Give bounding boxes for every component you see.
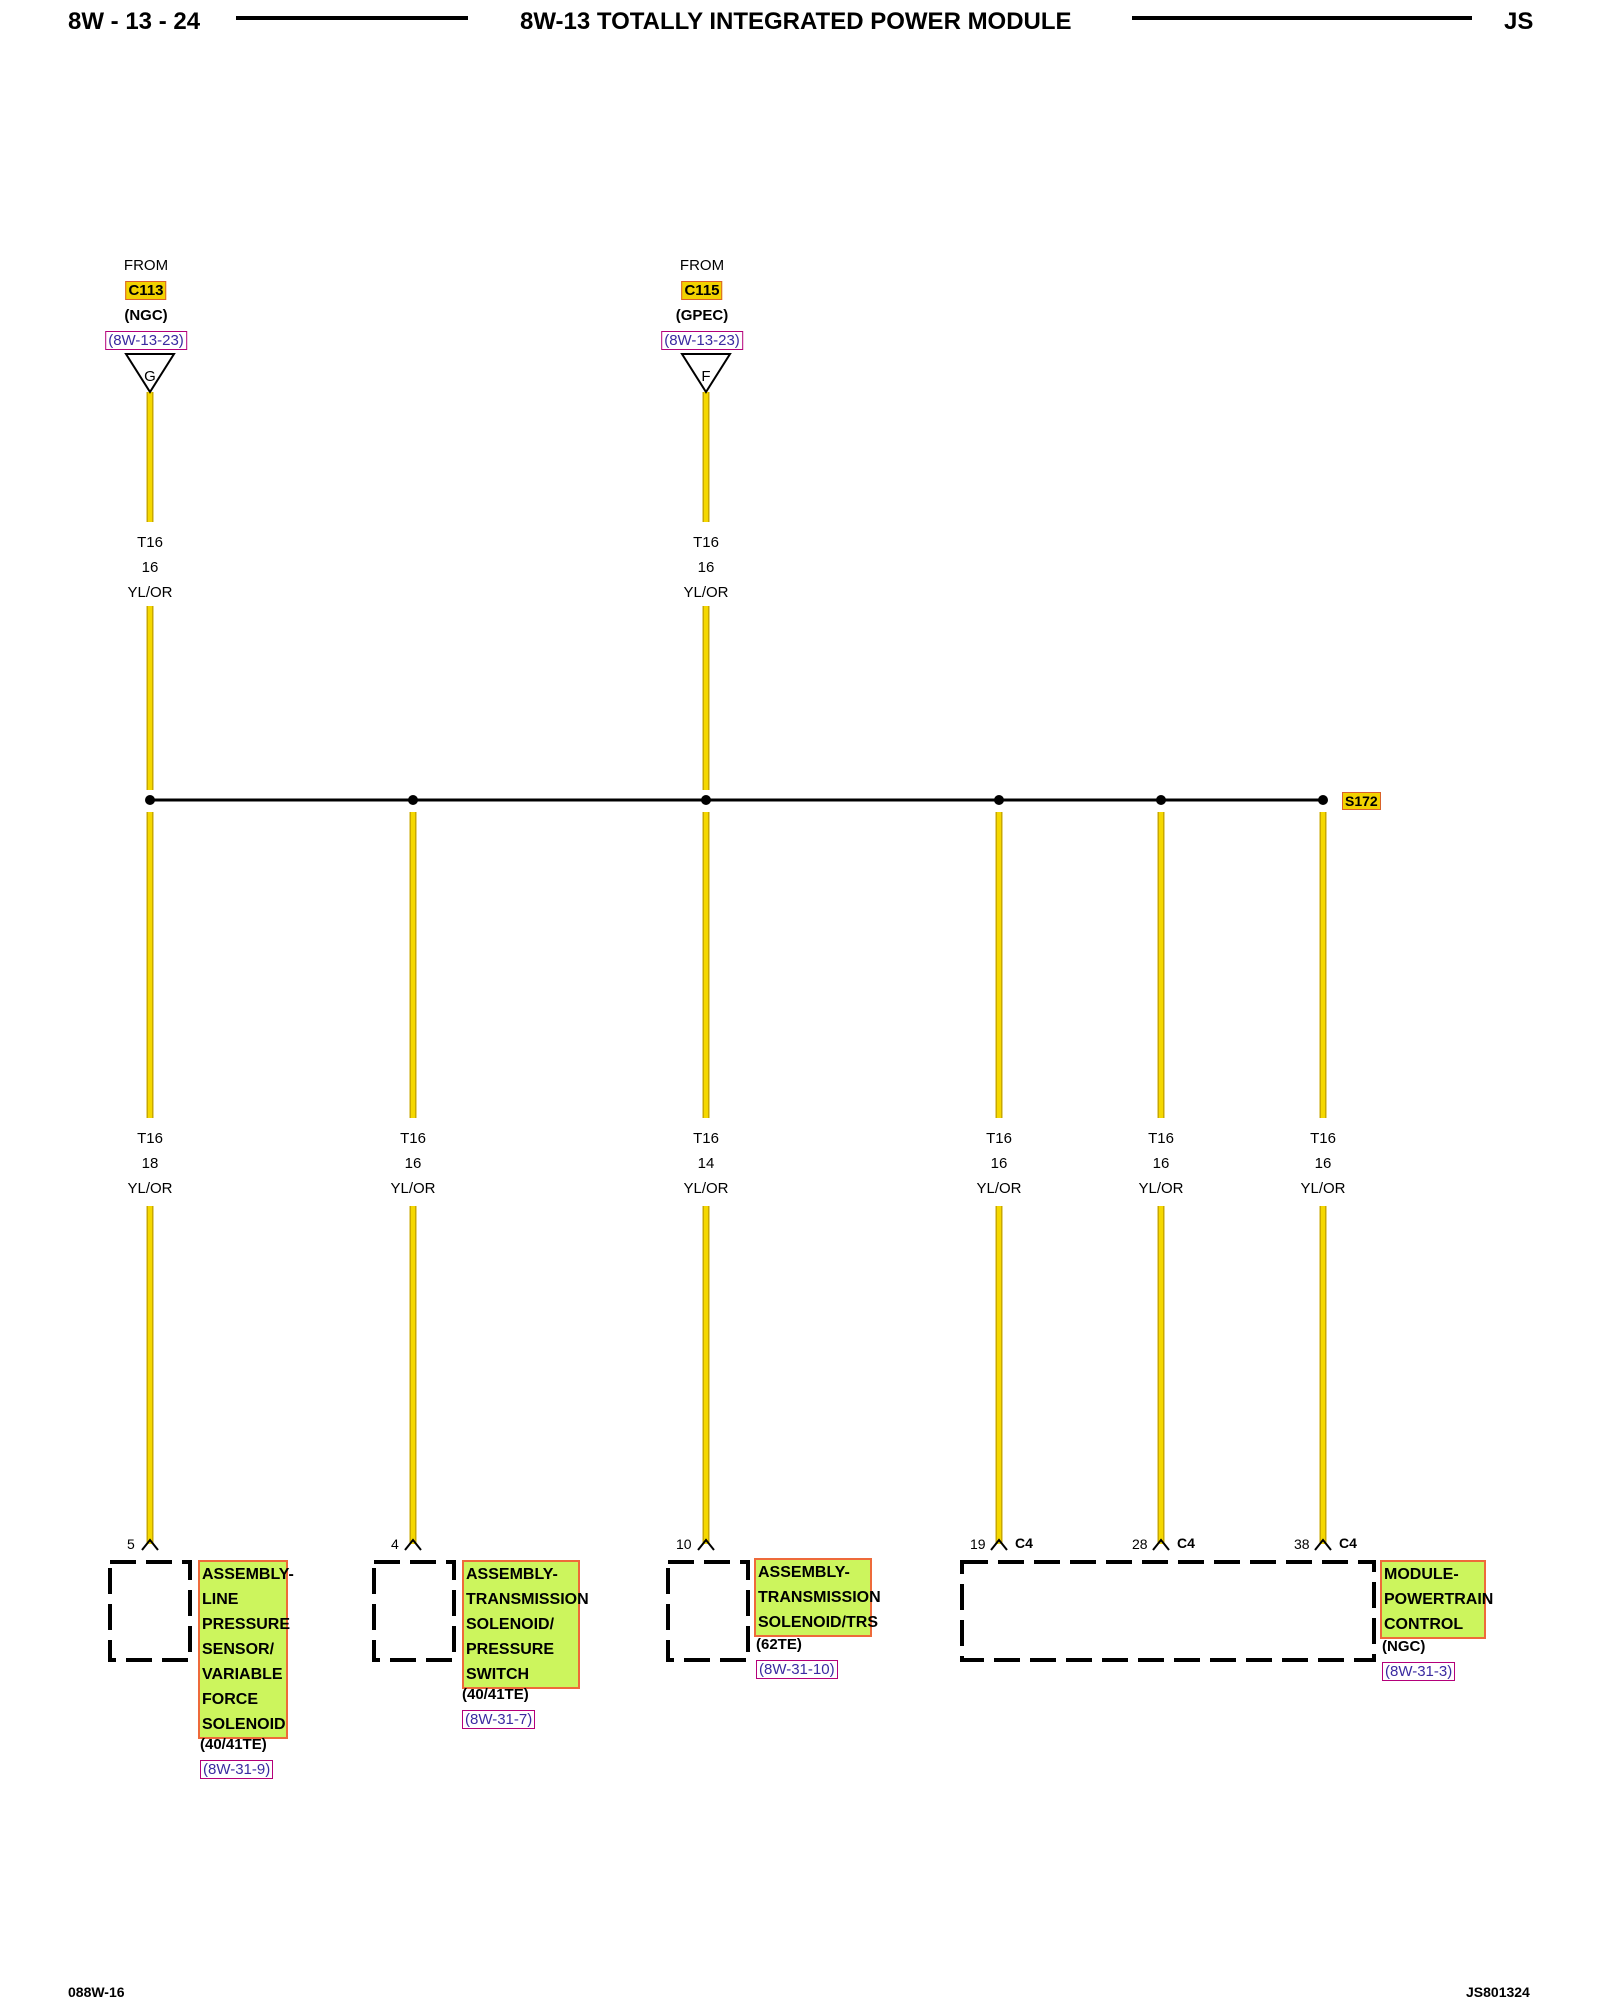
splice-dot [408,795,418,805]
component-box-solenoid-trs [666,1560,750,1662]
connector-c4: C4 [1177,1535,1195,1551]
module-ngc: (NGC) [124,307,168,324]
pin-number: 5 [127,1536,135,1552]
splice-dot [145,795,155,805]
pin-number: 38 [1294,1536,1310,1552]
component-transmission-solenoid-pressure-switch: ASSEMBLY-TRANSMISSION SOLENOID/PRESSURE … [462,1560,589,1689]
wire-label-upper: T16 16 YL/OR [683,534,729,601]
footer-code-right: JS801324 [1466,1984,1530,2000]
pin-number: 28 [1132,1536,1148,1552]
svg-text:F: F [701,368,710,385]
from-text: FROM [123,257,169,274]
pin-number: 19 [970,1536,986,1552]
ref-link[interactable]: (8W-31-10) [756,1660,838,1679]
from-text: FROM [679,257,725,274]
header-rule-right [1132,16,1472,20]
connector-c113: C113 [125,281,167,300]
page-title: 8W-13 TOTALLY INTEGRATED POWER MODULE [520,8,1072,35]
ref-link[interactable]: (8W-31-3) [1382,1662,1456,1681]
connector-c115: C115 [681,281,723,300]
page-number: 8W - 13 - 24 [68,8,201,35]
splice-dot [1318,795,1328,805]
splice-label: S172 [1342,792,1381,810]
component-transmission-solenoid-trs: ASSEMBLY-TRANSMISSION SOLENOID/TRS [754,1558,881,1637]
component-powertrain-control-module: MODULE-POWERTRAIN CONTROL [1380,1560,1493,1639]
pin-number: 10 [676,1536,692,1552]
component-sub-solenoid-pressure: (40/41TE) (8W-31-7) [462,1682,536,1732]
splice-dot [701,795,711,805]
connector-triangle-g: G [124,353,176,394]
pin-caret [697,1538,715,1551]
wire-label-upper: T16 16 YL/OR [127,534,173,601]
vehicle-code: JS [1504,8,1534,35]
ref-link[interactable]: (8W-13-23) [661,331,743,350]
ref-link[interactable]: (8W-31-9) [200,1760,274,1779]
component-box-solenoid-pressure [372,1560,456,1662]
component-box-pcm [960,1560,1376,1662]
svg-text:G: G [144,368,156,385]
ref-link[interactable]: (8W-31-7) [462,1710,536,1729]
component-sub-line-pressure: (40/41TE) (8W-31-9) [200,1732,274,1782]
footer-code-left: 088W-16 [68,1984,125,2000]
pin-caret [404,1538,422,1551]
ref-link[interactable]: (8W-13-23) [105,331,187,350]
connector-c4: C4 [1339,1535,1357,1551]
splice-dot [1156,795,1166,805]
splice-dot [994,795,1004,805]
pin-number: 4 [391,1536,399,1552]
component-sub-pcm: (NGC) (8W-31-3) [1382,1634,1456,1684]
connector-c4: C4 [1015,1535,1033,1551]
component-sub-solenoid-trs: (62TE) (8W-31-10) [756,1632,838,1682]
pin-caret [141,1538,159,1551]
connector-triangle-f: F [680,353,732,394]
source-label-c115: FROM C115 (GPEC) (8W-13-23) [661,253,743,353]
source-label-c113: FROM C113 (NGC) (8W-13-23) [105,253,187,353]
component-box-line-pressure [108,1560,192,1662]
module-gpec: (GPEC) [675,307,729,324]
pin-caret [990,1538,1008,1551]
pin-caret [1314,1538,1332,1551]
pin-caret [1152,1538,1170,1551]
header-rule-left [236,16,468,20]
